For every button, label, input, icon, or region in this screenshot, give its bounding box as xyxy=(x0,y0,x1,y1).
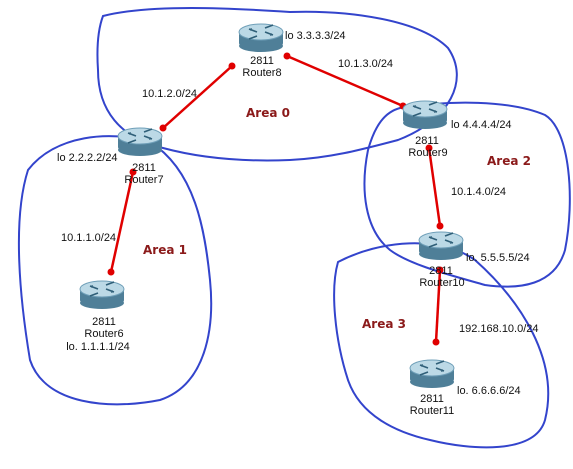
router6-name: Router6 xyxy=(84,328,124,340)
area-1-outline xyxy=(17,135,213,406)
link-r10-r11-network: 192.168.10.0/24 xyxy=(459,323,539,335)
router7-loopback: lo 2.2.2.2/24 xyxy=(57,152,118,164)
link-r7-r8-network: 10.1.2.0/24 xyxy=(142,88,198,100)
router9-name: Router9 xyxy=(408,147,448,159)
router9-model: 2811 xyxy=(415,135,439,147)
link-r7-r8 xyxy=(162,65,233,129)
area-0-label: Area 0 xyxy=(246,106,290,120)
router9-loopback: lo 4.4.4.4/24 xyxy=(451,119,512,131)
port-dot xyxy=(107,268,115,276)
link-r8-r9-network: 10.1.3.0/24 xyxy=(338,58,394,70)
router10-name: Router10 xyxy=(419,277,465,289)
router7-model: 2811 xyxy=(132,162,156,174)
router7-name: Router7 xyxy=(124,174,164,186)
router6-model: 2811 xyxy=(92,316,116,328)
area-2-label: Area 2 xyxy=(487,154,531,168)
router-icon[interactable] xyxy=(79,280,125,310)
link-r9-r10-network: 10.1.4.0/24 xyxy=(451,186,507,198)
area-3-label: Area 3 xyxy=(362,317,406,331)
port-dot xyxy=(129,168,137,176)
area-2-outline xyxy=(363,101,571,288)
port-dot xyxy=(436,222,444,230)
link-r7-r6-network: 10.1.1.0/24 xyxy=(61,232,117,244)
router11-name: Router11 xyxy=(409,405,455,417)
router11-loopback: lo. 6.6.6.6/24 xyxy=(457,385,521,397)
port-dot xyxy=(425,144,433,152)
port-dot xyxy=(436,266,444,274)
link-r10-r11 xyxy=(434,269,442,343)
port-dot xyxy=(159,124,167,132)
link-r7-r6 xyxy=(109,171,135,273)
router-icon[interactable] xyxy=(409,359,455,389)
port-dot xyxy=(283,52,291,60)
port-dot xyxy=(228,62,236,70)
router11-model: 2811 xyxy=(420,393,444,405)
area-0-outline xyxy=(96,7,458,162)
port-dot xyxy=(432,338,440,346)
router8-loopback: lo 3.3.3.3/24 xyxy=(285,30,346,42)
router-icon[interactable] xyxy=(238,23,284,53)
router10-model: 2811 xyxy=(429,265,453,277)
link-r8-r9 xyxy=(286,54,404,108)
router8-model: 2811 xyxy=(250,55,274,67)
router-icon[interactable] xyxy=(402,100,448,130)
area-1-label: Area 1 xyxy=(143,243,187,257)
router-icon[interactable] xyxy=(418,231,464,261)
router-icon[interactable] xyxy=(117,127,163,157)
link-r9-r10 xyxy=(427,147,442,227)
router10-loopback: lo. 5.5.5.5/24 xyxy=(466,252,530,264)
router6-loopback: lo. 1.1.1.1/24 xyxy=(66,341,130,353)
router8-name: Router8 xyxy=(242,67,282,79)
